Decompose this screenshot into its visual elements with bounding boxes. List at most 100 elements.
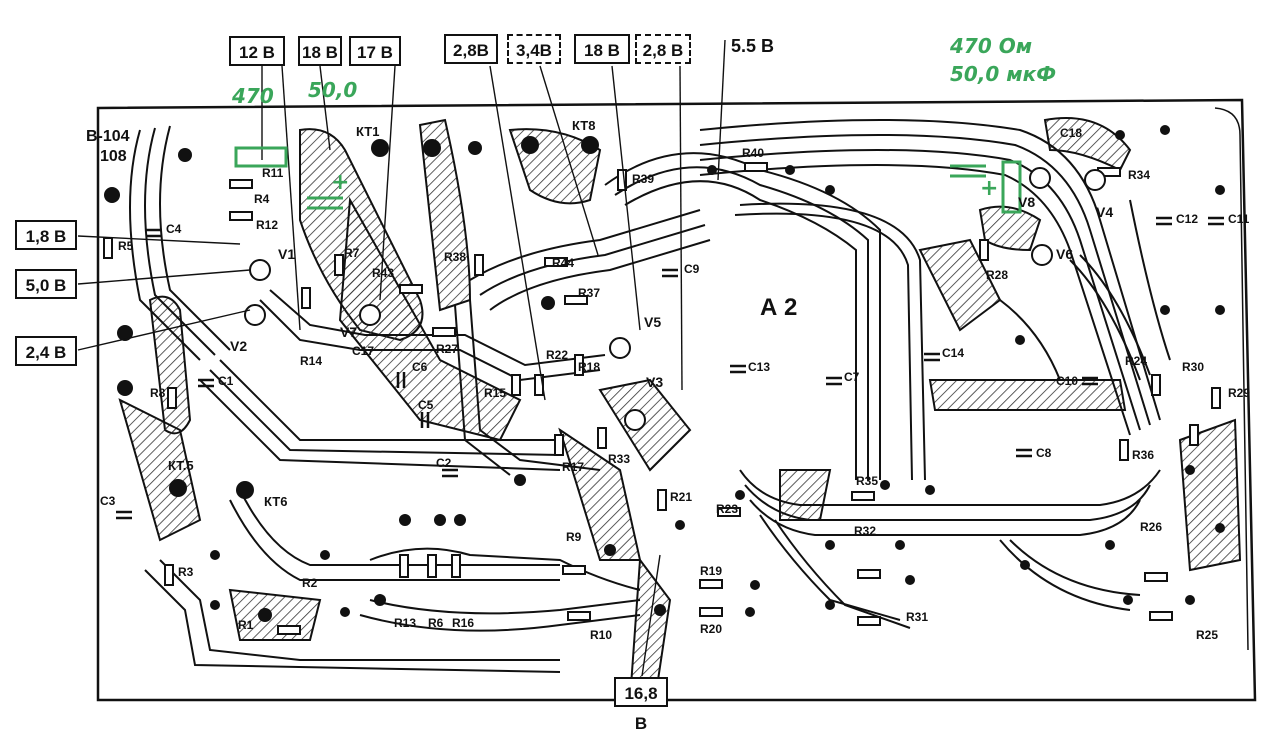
ref-r2: R2 bbox=[302, 576, 318, 590]
voltage-box-18v-a: 18 В bbox=[298, 36, 342, 66]
voltage-box-2-8v-b: 2,8 В bbox=[635, 34, 691, 64]
ref-r44: R44 bbox=[552, 256, 575, 270]
plus-sign-right: + bbox=[980, 176, 999, 201]
ref-r31: R31 bbox=[906, 610, 929, 624]
ref-r32: R32 bbox=[854, 524, 877, 538]
capacitors bbox=[116, 216, 1224, 520]
ref-c2: C2 bbox=[436, 456, 452, 470]
voltage-box-1-8v: 1,8 В bbox=[15, 220, 77, 250]
plus-sign-left: + bbox=[331, 170, 350, 195]
annotation-50-left: 50,0 bbox=[308, 78, 358, 102]
ref-r9: R9 bbox=[566, 530, 582, 544]
ref-r15: R15 bbox=[484, 386, 507, 400]
annotation-50-uf: 50,0 мкФ bbox=[950, 62, 1057, 86]
ref-r40: R40 bbox=[742, 146, 765, 160]
board-id-line1: В-104 bbox=[86, 128, 130, 145]
ref-c8: C8 bbox=[1036, 446, 1052, 460]
ref-r23: R23 bbox=[716, 502, 739, 516]
ref-r12: R12 bbox=[256, 218, 279, 232]
ref-v2: V2 bbox=[230, 338, 248, 354]
annotation-470-left: 470 bbox=[232, 84, 274, 108]
pcb-layout-drawing bbox=[77, 39, 1257, 702]
ref-r34: R34 bbox=[1128, 168, 1151, 182]
ref-r38: R38 bbox=[444, 250, 467, 264]
ref-r33: R33 bbox=[608, 452, 631, 466]
voltage-label-5-5v: 5.5 В bbox=[731, 36, 775, 56]
ref-r43: R43 bbox=[372, 266, 395, 280]
ref-r6: R6 bbox=[428, 616, 444, 630]
board-inner-outline bbox=[1214, 107, 1249, 651]
ref-r22: R22 bbox=[546, 348, 569, 362]
ref-v4: V4 bbox=[1096, 204, 1114, 220]
ref-c10: C10 bbox=[1056, 374, 1079, 388]
ref-r26: R26 bbox=[1140, 520, 1163, 534]
block-label-a2: А 2 bbox=[760, 294, 798, 321]
ref-r1: R1 bbox=[238, 618, 254, 632]
ref-r19: R19 bbox=[700, 564, 723, 578]
ref-r10: R10 bbox=[590, 628, 613, 642]
ref-c4: C4 bbox=[166, 222, 182, 236]
test-point-kt8: КТ8 bbox=[572, 118, 596, 133]
ref-c13: C13 bbox=[748, 360, 771, 374]
board-outline bbox=[96, 98, 1257, 702]
ref-c9: C9 bbox=[684, 262, 700, 276]
ref-c12: C12 bbox=[1176, 212, 1199, 226]
ref-r20: R20 bbox=[700, 622, 723, 636]
ref-r35: R35 bbox=[856, 474, 879, 488]
leader-lines bbox=[77, 39, 726, 677]
ref-r14: R14 bbox=[300, 354, 323, 368]
ref-c17: C17 bbox=[352, 344, 375, 358]
voltage-box-3-4v: 3,4В bbox=[507, 34, 561, 64]
voltage-box-2-4v: 2,4 В bbox=[15, 336, 77, 366]
ref-r4: R4 bbox=[254, 192, 270, 206]
ref-c18: C18 bbox=[1060, 126, 1083, 140]
voltage-box-17v: 17 В bbox=[349, 36, 401, 66]
ref-v1: V1 bbox=[278, 246, 296, 262]
ref-r5: R5 bbox=[118, 239, 134, 253]
test-point-kt5: КТ.5 bbox=[168, 458, 194, 473]
ref-r27: R27 bbox=[436, 342, 459, 356]
green-marks bbox=[234, 146, 1022, 214]
ref-v5: V5 bbox=[644, 314, 662, 330]
ref-c7: C7 bbox=[844, 370, 860, 384]
board-id-line2: 108 bbox=[100, 148, 127, 165]
voltage-box-18v-b: 18 В bbox=[574, 34, 630, 64]
ref-v8: V8 bbox=[1018, 194, 1036, 210]
ref-r8: R8 bbox=[150, 386, 166, 400]
ref-r11: R11 bbox=[262, 166, 284, 180]
annotation-470-ohm: 470 Ом bbox=[950, 34, 1033, 58]
ref-v3: V3 bbox=[646, 374, 664, 390]
ref-r25: R25 bbox=[1196, 628, 1219, 642]
ref-r17: R17 bbox=[562, 460, 585, 474]
ref-r39: R39 bbox=[632, 172, 655, 186]
ref-v7: V7 bbox=[340, 324, 358, 340]
ref-r21: R21 bbox=[670, 490, 693, 504]
ref-c6: C6 bbox=[412, 360, 428, 374]
voltage-box-12v: 12 В bbox=[229, 36, 285, 66]
test-point-kt6: КТ6 bbox=[264, 494, 288, 509]
copper-areas bbox=[118, 117, 1242, 701]
ref-r30: R30 bbox=[1182, 360, 1205, 374]
ref-c14: C14 bbox=[942, 346, 965, 360]
ref-r18: R18 bbox=[578, 360, 601, 374]
ref-r24: R24 bbox=[1125, 354, 1148, 368]
ref-r37: R37 bbox=[578, 286, 601, 300]
voltage-box-2-8v-a: 2,8В bbox=[444, 34, 498, 64]
voltage-box-16-8v: 16,8 В bbox=[614, 677, 668, 733]
ref-c5: C5 bbox=[418, 398, 434, 412]
ref-v6: V6 bbox=[1056, 246, 1074, 262]
ref-r29: R29 bbox=[1228, 386, 1251, 400]
ref-r13: R13 bbox=[394, 616, 417, 630]
ref-r36: R36 bbox=[1132, 448, 1155, 462]
ref-r7: R7 bbox=[344, 246, 360, 260]
ref-c11: C11 bbox=[1228, 212, 1250, 226]
voltage-box-5-0v: 5,0 В bbox=[15, 269, 77, 299]
ref-c1: C1 bbox=[218, 374, 234, 388]
ref-c3: C3 bbox=[100, 494, 116, 508]
pads bbox=[104, 125, 1225, 622]
ref-r3: R3 bbox=[178, 565, 194, 579]
resistors bbox=[103, 162, 1221, 635]
ref-r16: R16 bbox=[452, 616, 475, 630]
ref-r28: R28 bbox=[986, 268, 1009, 282]
test-point-kt1: КТ1 bbox=[356, 124, 380, 139]
